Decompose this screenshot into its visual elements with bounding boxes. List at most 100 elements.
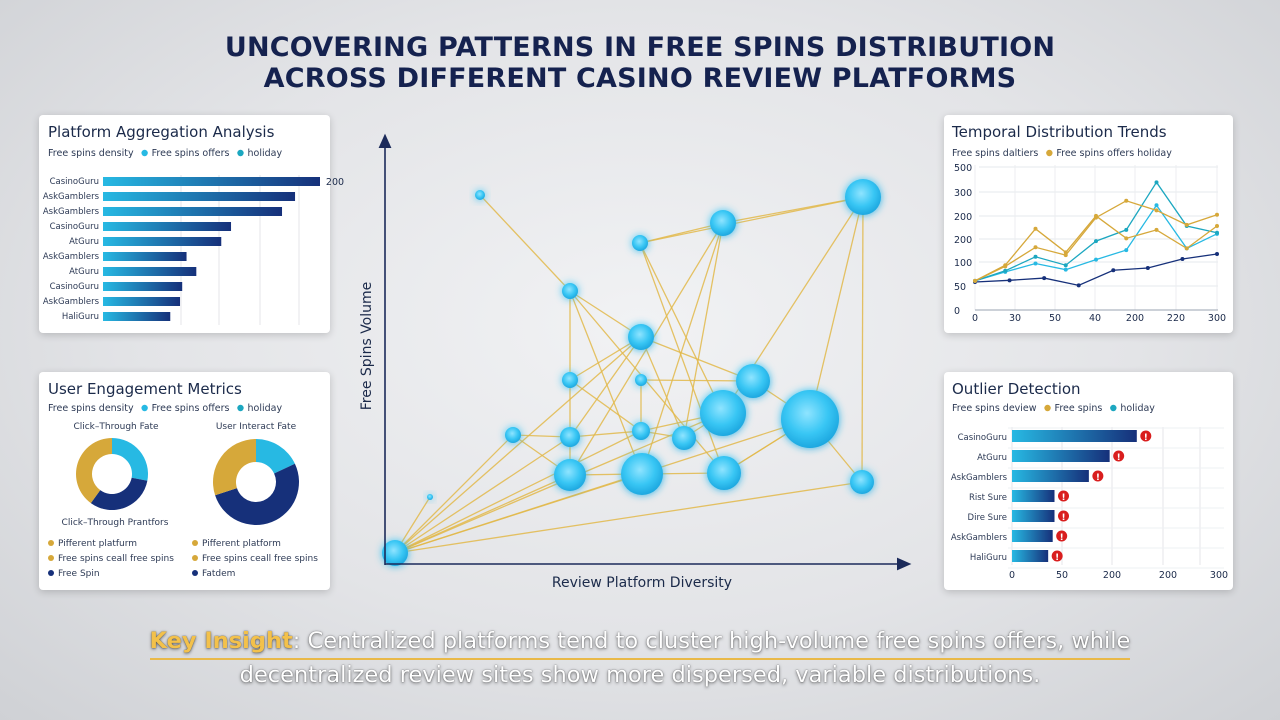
- out-legend-dot: [1110, 404, 1117, 412]
- bar-category-label: AskGamblers: [43, 297, 100, 307]
- network-node: [707, 456, 741, 490]
- donut-label: Click–Through Fate: [73, 422, 159, 432]
- bar-category-label: AskGamblers: [43, 192, 100, 202]
- outlier-marker: [1058, 490, 1070, 502]
- donut-slice: [215, 463, 299, 525]
- outlier-marker: [1051, 550, 1063, 562]
- bar-category-label: AtGuru: [977, 453, 1007, 463]
- network-node: [562, 372, 578, 388]
- x-tick-label: 50: [1056, 570, 1068, 581]
- network-edge: [394, 336, 642, 554]
- network-edge: [569, 290, 642, 338]
- network-node: [475, 190, 485, 200]
- key-dot: [192, 555, 198, 561]
- bar: [103, 207, 283, 216]
- donut-label: User Interact Fate: [216, 422, 297, 432]
- bar-category-label: AskGamblers: [43, 252, 100, 262]
- network-edge: [394, 430, 642, 554]
- outlier-marker-glyph: !: [1055, 553, 1059, 563]
- network-node: [781, 390, 839, 448]
- bar: [1012, 550, 1049, 562]
- key-insight: Key Insight: Centralized platforms tend …: [0, 626, 1280, 691]
- x-tick-label: 200: [1159, 570, 1177, 581]
- outlier-marker: [1113, 450, 1125, 462]
- bar-category-label: AtGuru: [69, 267, 99, 277]
- network-edge: [479, 194, 571, 292]
- donut-slice: [256, 439, 295, 474]
- network-node: [505, 427, 521, 443]
- x-tick-label: 0: [972, 313, 978, 324]
- line-point: [1215, 230, 1219, 235]
- line-point: [1063, 267, 1068, 272]
- agg-legend-dot: [237, 149, 244, 157]
- bar: [103, 192, 296, 201]
- bar-category-label: CasinoGuru: [50, 222, 99, 232]
- bar: [1012, 450, 1110, 462]
- bar: [103, 297, 181, 306]
- bar: [103, 312, 171, 321]
- network-edge: [394, 418, 811, 554]
- y-tick-label: 300: [954, 188, 972, 199]
- donut-caption: Click–Through Prantfors: [62, 518, 169, 528]
- line-series: [974, 181, 1218, 282]
- network-edge: [683, 222, 724, 439]
- bar: [1012, 510, 1055, 522]
- panel-title: Temporal Distribution Trends: [951, 123, 1167, 141]
- key-dot: [192, 540, 198, 546]
- x-tick-label: 300: [1210, 570, 1228, 581]
- donut-slice: [213, 439, 256, 496]
- y-tick-label: 50: [954, 282, 966, 293]
- temp-legend-item: Free spins offers holiday: [1056, 148, 1172, 159]
- outlier-marker: [1058, 510, 1070, 522]
- network-scatter-chart: Free Spins Volume Review Platform Divers…: [359, 133, 912, 591]
- bar: [103, 177, 320, 186]
- y-tick-label: 200: [954, 235, 972, 246]
- line-point: [1007, 278, 1012, 283]
- bar-category-label: HaliGuru: [970, 553, 1007, 563]
- bar: [103, 237, 222, 246]
- bar-category-label: AskGamblers: [951, 473, 1008, 483]
- eng-legend-item: Free spins offers: [152, 403, 230, 414]
- bar: [1012, 470, 1089, 482]
- key-dot: [48, 570, 54, 576]
- line-series: [974, 253, 1218, 287]
- line-point: [1094, 239, 1098, 244]
- network-node: [628, 324, 654, 350]
- outlier-marker-glyph: !: [1144, 433, 1148, 443]
- line-point: [1215, 224, 1219, 228]
- title-line-1: UNCOVERING PATTERNS IN FREE SPINS DISTRI…: [224, 32, 1056, 63]
- donut-slice: [75, 438, 112, 504]
- network-node: [427, 494, 433, 500]
- key-label: Fatdem: [202, 569, 235, 579]
- panel-title: User Engagement Metrics: [48, 380, 242, 398]
- key-dot: [48, 540, 54, 546]
- network-edge: [569, 290, 643, 475]
- outlier-marker-glyph: !: [1060, 533, 1064, 543]
- line-point: [1063, 263, 1068, 268]
- x-tick-label: 200: [1103, 570, 1121, 581]
- x-tick-label: 30: [1009, 313, 1021, 324]
- network-edge: [569, 430, 642, 438]
- line-point: [1033, 245, 1038, 250]
- agg-legend-dot: [141, 149, 148, 157]
- bar-category-label: Dire Sure: [968, 513, 1007, 523]
- out-legend-dot: [1044, 404, 1051, 412]
- network-node: [736, 364, 770, 398]
- line-point: [1094, 257, 1098, 262]
- outlier-marker-glyph: !: [1096, 473, 1100, 483]
- line-point: [1154, 203, 1159, 208]
- network-node: [850, 470, 874, 494]
- line-point: [1180, 257, 1185, 262]
- line-point: [1124, 236, 1129, 241]
- network-edge: [569, 290, 725, 474]
- x-tick-label: 40: [1089, 313, 1101, 324]
- out-legend-item: Free spins: [1055, 403, 1103, 414]
- y-tick-label: 0: [954, 306, 960, 317]
- key-label: Free spins ceall free spins: [202, 554, 318, 564]
- network-edge: [639, 242, 725, 474]
- line-point: [1033, 261, 1038, 266]
